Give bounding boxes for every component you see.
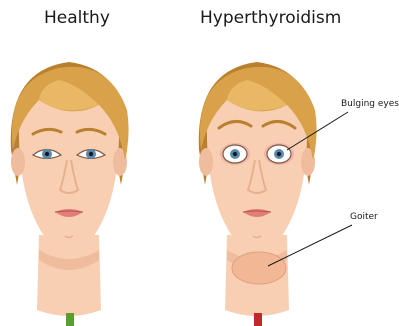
healthy-status-marker: [66, 313, 74, 326]
bulging-left-eye: [220, 143, 250, 165]
goiter-swelling: [232, 252, 286, 284]
goiter-label: Goiter: [350, 212, 378, 222]
hyperthyroidism-status-marker: [254, 313, 262, 326]
healthy-face: [11, 62, 129, 316]
bulging-right-eye: [264, 143, 294, 165]
hyperthyroidism-face: [199, 62, 317, 316]
bulging-eyes-label: Bulging eyes: [341, 99, 399, 109]
